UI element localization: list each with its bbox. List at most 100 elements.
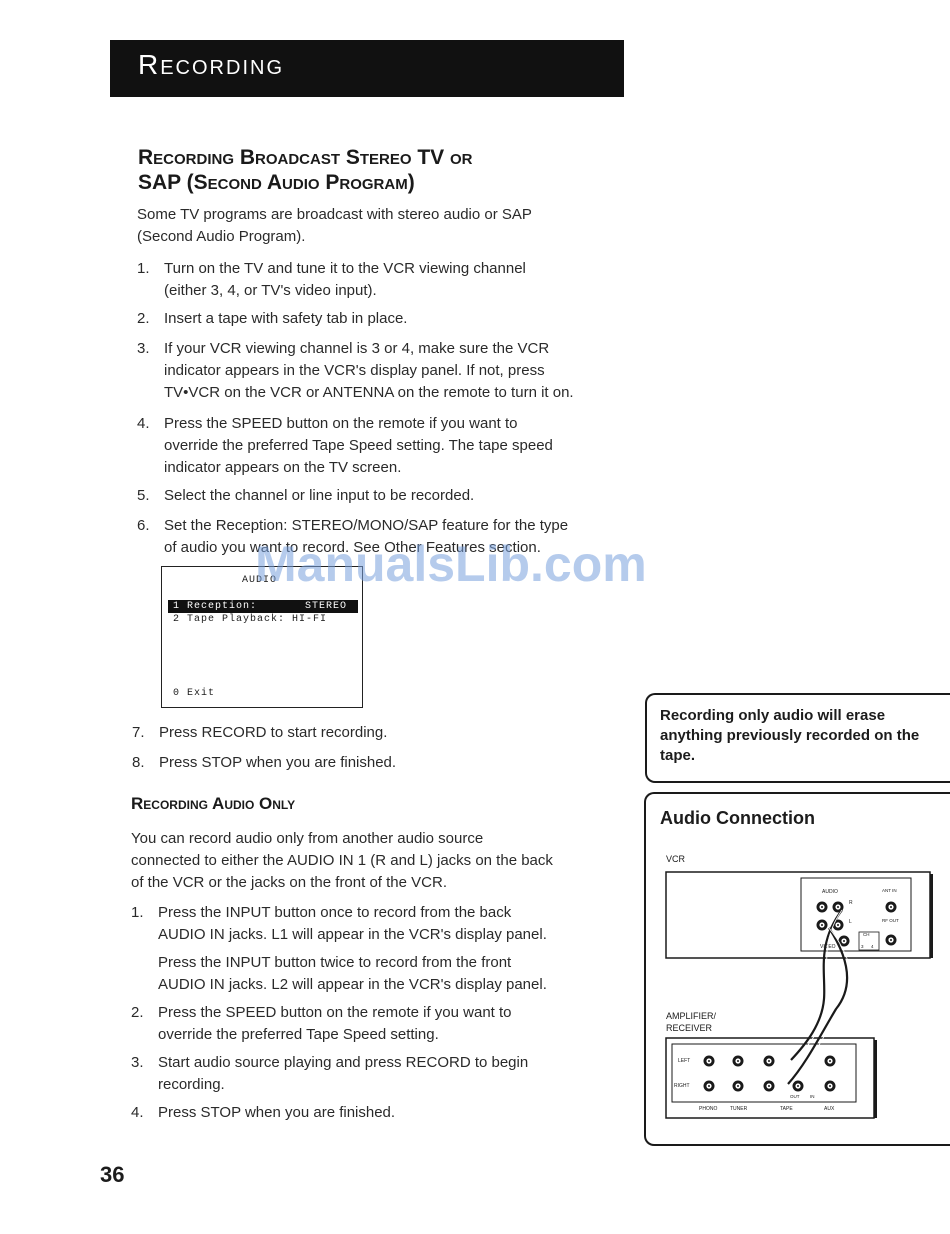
audio-menu-screen: AUDIO 1 Reception: STEREO 2 Tape Playbac… (161, 566, 363, 708)
tape-label: TAPE (780, 1106, 793, 1112)
jack-pin (821, 906, 823, 908)
audio-only-intro: You can record audio only from another a… (131, 828, 631, 894)
jacks-group (703, 901, 897, 1092)
vcr-r-label: R (849, 900, 853, 906)
step-line: Turn on the TV and tune it to the VCR vi… (164, 260, 526, 277)
step-number: 1. (131, 904, 144, 921)
step-line: (either 3, 4, or TV's video input). (164, 282, 377, 299)
ch-switch (858, 931, 880, 951)
jack-pin (737, 1085, 739, 1087)
step-text: If your VCR viewing channel is 3 or 4, m… (164, 338, 574, 404)
step-line: TV•VCR on the VCR or ANTENNA on the remo… (164, 384, 574, 401)
ch-label: CH (863, 932, 870, 937)
step-line: Insert a tape with safety tab in place. (164, 310, 408, 327)
menu-item-reception-label: 1 Reception: (173, 601, 258, 612)
step-number: 4. (137, 415, 150, 432)
aux-label: AUX (824, 1106, 835, 1112)
audio-cable-white (787, 927, 849, 1085)
step-line: Press STOP when you are finished. (159, 754, 397, 771)
jack-pin (708, 1060, 710, 1062)
in-label: IN (810, 1094, 815, 1099)
phono-label: PHONO (699, 1106, 717, 1112)
out-label: OUT (790, 1094, 800, 1099)
step-text: Press the INPUT button twice to record f… (158, 952, 547, 996)
section-heading-audio-only: Recording Audio Only (131, 794, 296, 813)
tuner-label: TUNER (730, 1106, 748, 1112)
amplifier-body (665, 1037, 875, 1119)
step-text: Set the Reception: STEREO/MONO/SAP featu… (164, 515, 568, 559)
step-text: Select the channel or line input to be r… (164, 485, 474, 507)
heading-line-1: Recording Broadcast Stereo TV or (138, 146, 473, 169)
step-number: 5. (137, 487, 150, 504)
section-heading-stereo: Recording Broadcast Stereo TV or SAP (Se… (138, 145, 638, 195)
vcr-side (930, 874, 933, 958)
audio-connection-box: Audio Connection VCR AUDIO R L VIDEO ANT… (644, 792, 950, 1146)
menu-item-tape-playback: 2 Tape Playback: HI-FI (173, 614, 328, 625)
menu-item-exit: 0 Exit (173, 688, 216, 699)
jack-pin (768, 1085, 770, 1087)
amplifier-jack-panel (671, 1043, 857, 1103)
ch3-label: 3 (861, 944, 864, 949)
note-box: Recording only audio will erase anything… (645, 693, 950, 783)
step-line: of audio you want to record. See Other F… (164, 539, 541, 556)
intro-paragraph: Some TV programs are broadcast with ster… (137, 204, 617, 248)
step-line: override the preferred Tape Speed settin… (158, 1026, 439, 1043)
step-text: Press the SPEED button on the remote if … (158, 1002, 512, 1046)
jack-pin (829, 1060, 831, 1062)
step-line: AUDIO IN jacks. L1 will appear in the VC… (158, 926, 547, 943)
step-text: Insert a tape with safety tab in place. (164, 308, 407, 330)
watermark: ManualsLib.com (255, 536, 647, 592)
step-text: Press the INPUT button once to record fr… (158, 902, 547, 946)
step-text: Press the SPEED button on the remote if … (164, 413, 553, 479)
intro-line: connected to either the AUDIO IN 1 (R an… (131, 852, 553, 869)
connection-title: Audio Connection (660, 808, 815, 828)
step-line: Start audio source playing and press REC… (158, 1054, 529, 1071)
jack-pin (737, 1060, 739, 1062)
step-number: 3. (131, 1054, 144, 1071)
step-line: indicator appears on the TV screen. (164, 459, 402, 476)
step-text: Press STOP when you are finished. (158, 1102, 395, 1124)
jack-pin (837, 906, 839, 908)
intro-line: (Second Audio Program). (137, 228, 306, 245)
step-number: 1. (137, 260, 150, 277)
step-line: Press the SPEED button on the remote if … (158, 1004, 512, 1021)
receiver-label: RECEIVER (666, 1023, 713, 1033)
step-text: Press STOP when you are finished. (159, 752, 396, 774)
step-line: If your VCR viewing channel is 3 or 4, m… (164, 340, 550, 357)
step-line: Press RECORD to start recording. (159, 724, 388, 741)
intro-line: Some TV programs are broadcast with ster… (137, 206, 532, 223)
jack-pin (768, 1060, 770, 1062)
step-number: 7. (132, 724, 145, 741)
step-text: Turn on the TV and tune it to the VCR vi… (164, 258, 526, 302)
step-line: Press the INPUT button twice to record f… (158, 954, 512, 971)
audio-connection-diagram: VCR AUDIO R L VIDEO ANT IN RF OUT CH 3 4… (665, 854, 933, 1119)
step-line: override the preferred Tape Speed settin… (164, 437, 553, 454)
step-number: 6. (137, 517, 150, 534)
step-line: Set the Reception: STEREO/MONO/SAP featu… (164, 517, 569, 534)
page-number: 36 (100, 1162, 125, 1187)
rf-out-label: RF OUT (882, 918, 899, 923)
jack-pin (821, 924, 823, 926)
page-title: Recording (138, 49, 285, 80)
vcr-label: VCR (666, 854, 686, 864)
step-text: Press RECORD to start recording. (159, 722, 387, 744)
jack-pin (843, 940, 845, 942)
amplifier-label: AMPLIFIER/ (666, 1011, 717, 1021)
step-number: 2. (131, 1004, 144, 1021)
step-line: Press STOP when you are finished. (158, 1104, 396, 1121)
note-text: Recording only audio will erase anything… (660, 707, 920, 764)
ant-in-label: ANT IN (882, 888, 897, 893)
step-line: AUDIO IN jacks. L2 will appear in the VC… (158, 976, 547, 993)
step-number: 8. (132, 754, 145, 771)
amplifier-side (874, 1040, 877, 1118)
jack-pin (837, 924, 839, 926)
jack-pin (797, 1085, 799, 1087)
vcr-audio-label: AUDIO (822, 889, 838, 895)
step-line: Press the INPUT button once to record fr… (158, 904, 512, 921)
jack-pin (890, 906, 892, 908)
left-label: LEFT (678, 1058, 690, 1064)
audio-cable-red (790, 909, 843, 1061)
step-line: recording. (158, 1076, 225, 1093)
menu-item-reception-value: STEREO (305, 601, 348, 612)
step-line: indicator appears in the VCR's display p… (164, 362, 545, 379)
